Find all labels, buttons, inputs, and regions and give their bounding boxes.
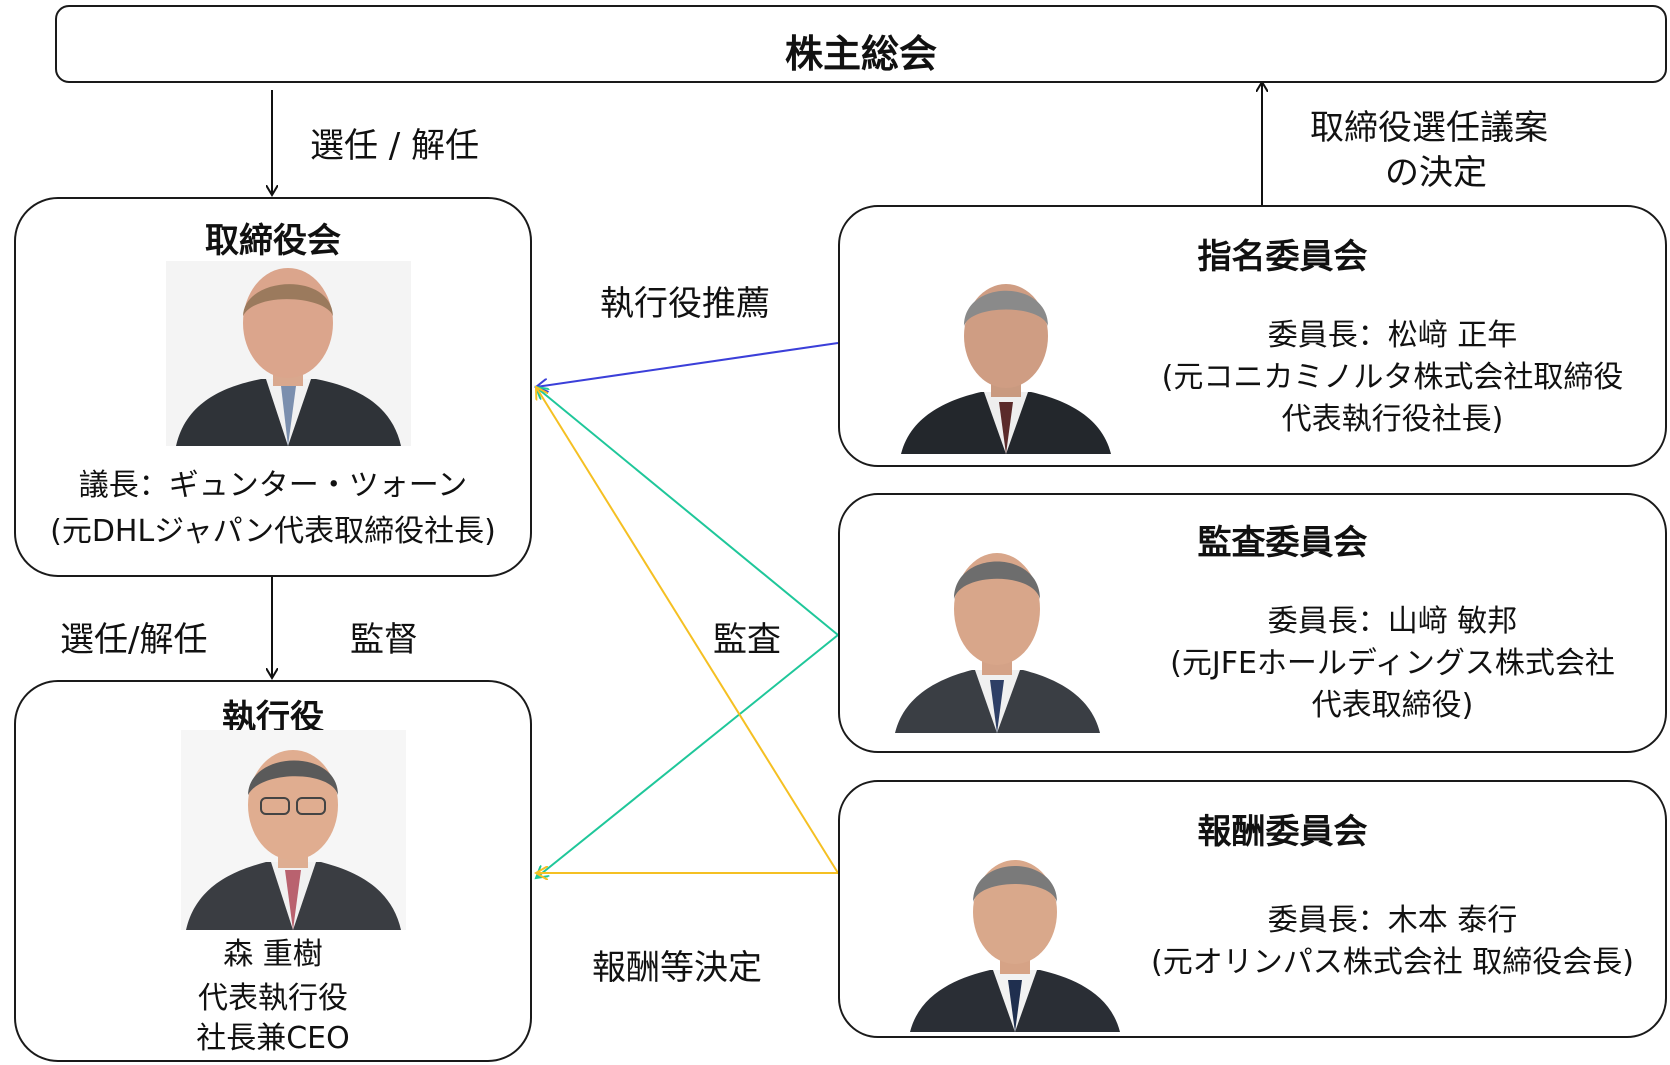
- nomination-line3: 代表執行役社長): [1281, 402, 1504, 437]
- label-nomination-proposal-1: 取締役選任議案: [1310, 108, 1548, 148]
- shareholders-meeting-box: 株主総会: [55, 5, 1667, 83]
- audit-line1: 委員長：山﨑 敏邦: [1267, 604, 1518, 639]
- audit-line2: (元JFEホールディングス株式会社: [1170, 646, 1615, 681]
- audit-title: 監査委員会: [1197, 523, 1368, 563]
- label-elect-dismiss-top: 選任 / 解任: [310, 126, 480, 166]
- executive-box: 執行役 森 重樹 代表執行役 社長兼CEO: [14, 680, 532, 1062]
- board-title: 取締役会: [205, 221, 341, 261]
- audit-committee-box: 監査委員会 委員長：山﨑 敏邦 (元JFEホールディングス株式会社 代表取締役): [838, 493, 1667, 753]
- label-nomination-proposal-2: の決定: [1385, 153, 1487, 193]
- label-elect-dismiss-left: 選任/解任: [60, 620, 208, 660]
- label-supervise: 監督: [350, 620, 418, 660]
- nomination-title: 指名委員会: [1197, 237, 1368, 277]
- audit-chair-photo: [890, 537, 1105, 733]
- nomination-line1: 委員長：松﨑 正年: [1267, 318, 1518, 353]
- arrow-audit-executive: [536, 634, 839, 878]
- board-box: 取締役会 議長：ギュンター・ツォーン (元DHLジャパン代表取締役社長): [14, 197, 532, 577]
- nomination-committee-box: 指名委員会 委員長：松﨑 正年 (元コニカミノルタ株式会社取締役 代表執行役社長…: [838, 205, 1667, 467]
- label-audit: 監査: [713, 620, 781, 660]
- board-chair-photo: [166, 261, 411, 446]
- arrow-exec-recommend: [536, 342, 839, 387]
- compensation-title: 報酬委員会: [1197, 812, 1368, 852]
- compensation-chair-photo: [905, 842, 1125, 1032]
- compensation-committee-box: 報酬委員会 委員長：木本 泰行 (元オリンパス株式会社 取締役会長): [838, 780, 1667, 1038]
- executive-role1: 代表執行役: [198, 981, 348, 1016]
- nomination-line2: (元コニカミノルタ株式会社取締役: [1161, 360, 1624, 395]
- executive-role2: 社長兼CEO: [196, 1021, 350, 1056]
- label-compensation-decision: 報酬等決定: [592, 948, 762, 988]
- nomination-chair-photo: [896, 264, 1116, 454]
- shareholders-meeting-title: 株主総会: [784, 32, 937, 76]
- executive-name: 森 重樹: [223, 937, 323, 972]
- compensation-line1: 委員長：木本 泰行: [1267, 903, 1518, 938]
- compensation-line2: (元オリンパス株式会社 取締役会長): [1151, 945, 1634, 980]
- label-exec-recommend: 執行役推薦: [600, 284, 770, 324]
- board-chair-note: (元DHLジャパン代表取締役社長): [50, 514, 496, 549]
- executive-photo: [181, 730, 406, 930]
- board-chair-line: 議長：ギュンター・ツォーン: [78, 468, 468, 503]
- audit-line3: 代表取締役): [1311, 688, 1474, 723]
- arrow-comp-board: [536, 387, 839, 874]
- arrow-audit-board: [536, 387, 839, 636]
